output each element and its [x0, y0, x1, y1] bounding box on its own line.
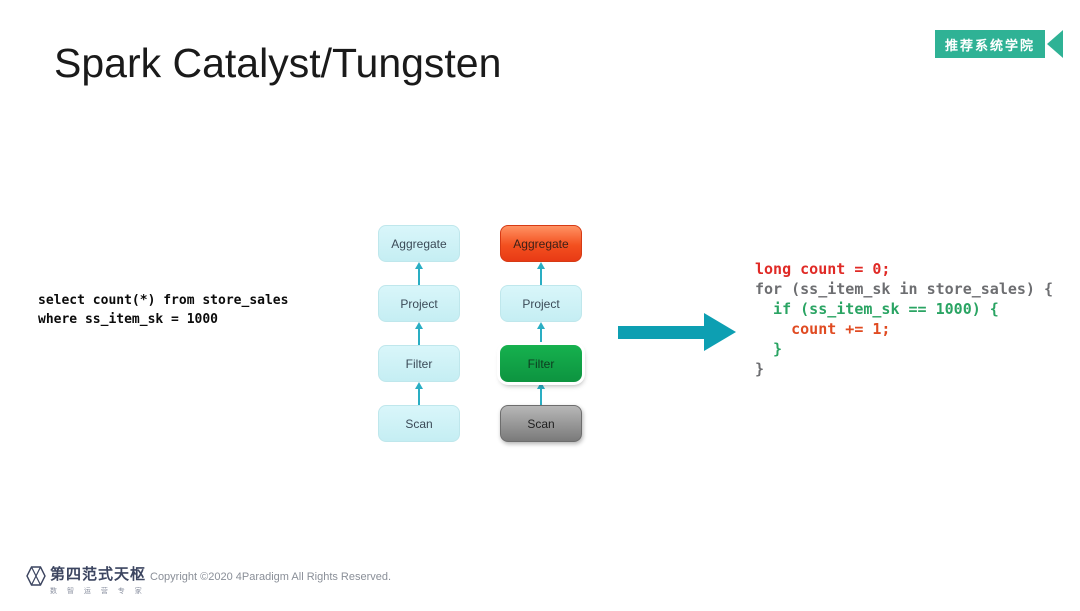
logical-plan: Aggregate Project Filter Scan [378, 225, 460, 442]
brand-name: 第四范式天枢 [50, 566, 147, 583]
sql-line-2: where ss_item_sk = 1000 [38, 312, 219, 327]
code-line: } [755, 340, 783, 358]
plan-node-scan: Scan [378, 405, 460, 442]
plan-node-project: Project [378, 285, 460, 322]
code-line: for (ss_item_sk in store_sales) { [755, 280, 1054, 298]
plan-node-scan: Scan [500, 405, 582, 442]
up-arrow-icon [500, 382, 582, 405]
brand-tagline: 数 智 运 营 专 家 [50, 588, 146, 595]
footer-brand: 第四范式天枢 数 智 运 营 专 家 [50, 563, 146, 596]
code-line: } [755, 360, 765, 378]
hexagon-logo-icon [26, 566, 46, 586]
sql-line-1: select count(*) from store_sales [38, 293, 289, 308]
plan-node-aggregate: Aggregate [378, 225, 460, 262]
up-arrow-icon [378, 322, 460, 345]
transform-arrow-icon [618, 313, 736, 351]
code-line: long count = 0; [755, 260, 891, 278]
up-arrow-icon [378, 382, 460, 405]
code-line: count += 1; [755, 320, 891, 338]
plan-node-filter: Filter [500, 345, 582, 382]
ribbon-tail-icon [1047, 30, 1064, 58]
plan-node-project: Project [500, 285, 582, 322]
physical-plan: Aggregate Project Filter Scan [500, 225, 582, 442]
plan-node-aggregate: Aggregate [500, 225, 582, 262]
up-arrow-icon [378, 262, 460, 285]
course-badge: 推荐系统学院 [935, 30, 1064, 58]
up-arrow-icon [500, 262, 582, 285]
up-arrow-icon [500, 322, 582, 345]
copyright-text: Copyright ©2020 4Paradigm All Rights Res… [150, 571, 392, 583]
badge-label: 推荐系统学院 [935, 30, 1046, 58]
pseudo-code-block: long count = 0; for (ss_item_sk in store… [755, 259, 1053, 379]
plan-node-filter: Filter [378, 345, 460, 382]
code-line: if (ss_item_sk == 1000) { [755, 300, 999, 318]
page-title: Spark Catalyst/Tungsten [54, 40, 502, 86]
